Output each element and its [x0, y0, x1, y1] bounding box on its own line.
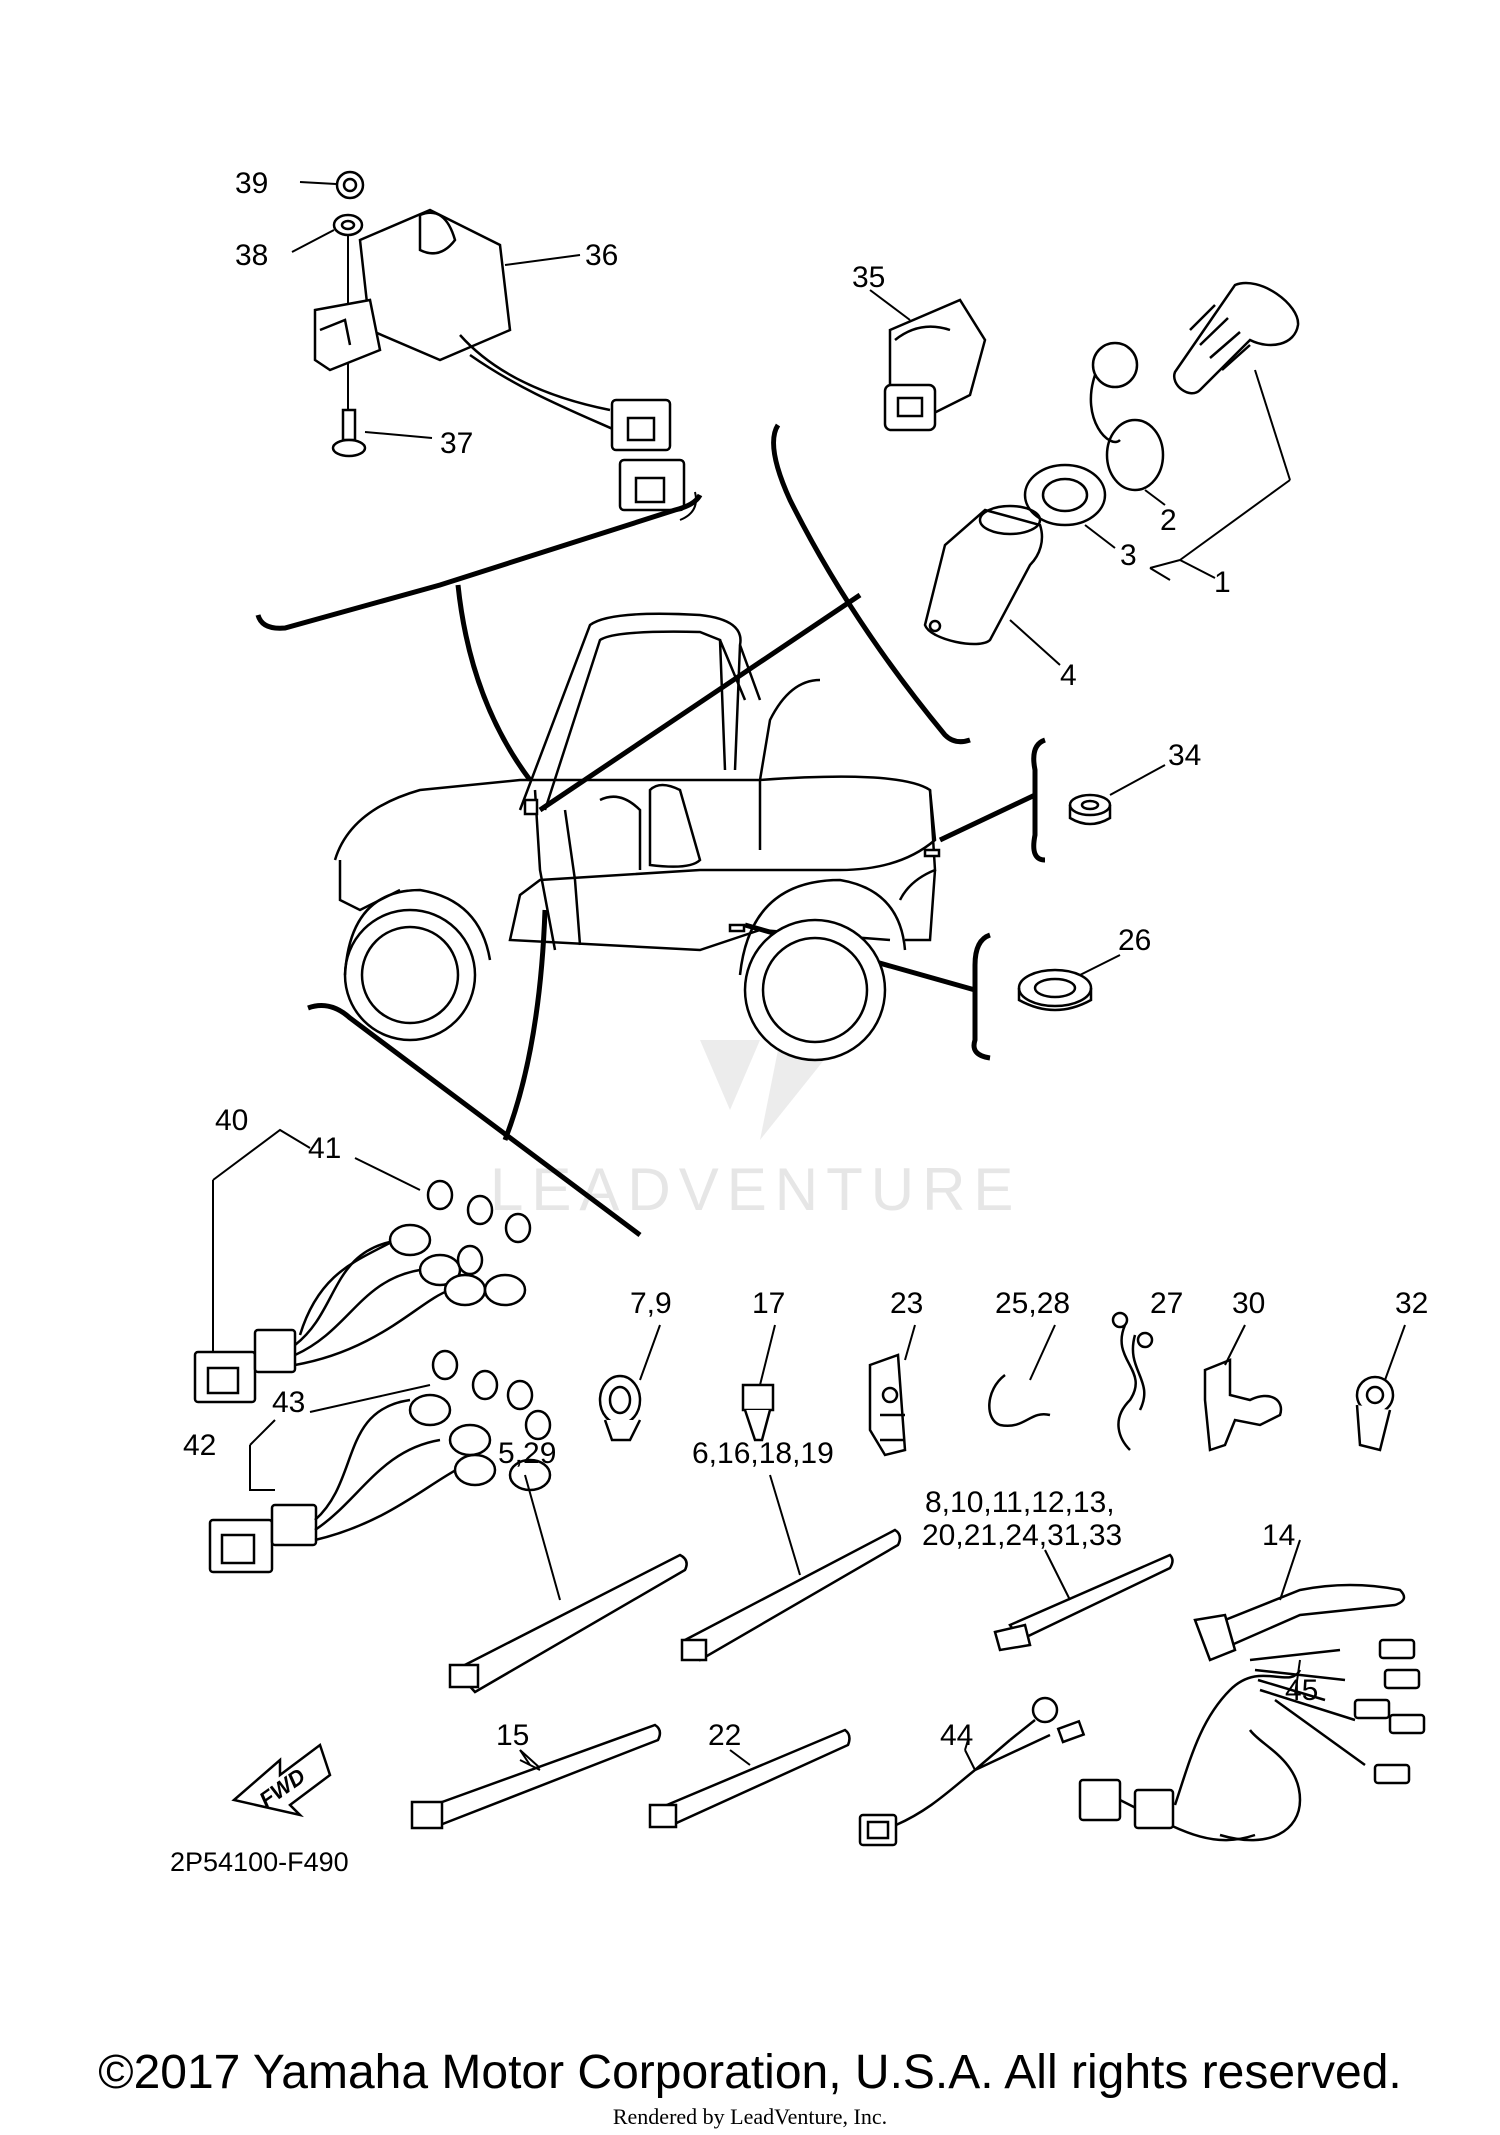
callout-44: 44 — [940, 1719, 973, 1752]
callout-1: 1 — [1214, 566, 1231, 599]
callout-4: 4 — [1060, 659, 1077, 692]
callout-34: 34 — [1168, 739, 1201, 772]
callout-37: 37 — [440, 427, 473, 460]
callout-5-29: 5,29 — [498, 1437, 556, 1470]
callout-41: 41 — [308, 1132, 341, 1165]
callout-8-group-line2: 20,21,24,31,33 — [922, 1519, 1122, 1552]
callout-38: 38 — [235, 239, 268, 272]
callout-27: 27 — [1150, 1287, 1183, 1320]
rendered-by-notice: Rendered by LeadVenture, Inc. — [612, 2104, 888, 2129]
copyright-notice: ©2017 Yamaha Motor Corporation, U.S.A. A… — [98, 2046, 1402, 2099]
callout-39: 39 — [235, 167, 268, 200]
callout-42: 42 — [183, 1429, 216, 1462]
wire-leads — [858, 1638, 1426, 1847]
callout-labels: 39 38 36 37 35 2 3 1 4 34 26 40 41 43 42… — [183, 167, 1428, 1752]
callout-30: 30 — [1232, 1287, 1265, 1320]
watermark-text: LEADVENTURE — [490, 1156, 1021, 1223]
callout-2: 2 — [1160, 504, 1177, 537]
fwd-arrow: FWD — [231, 1742, 332, 1818]
callout-15: 15 — [496, 1719, 529, 1752]
socket-assembly — [869, 281, 1300, 666]
callout-14: 14 — [1262, 1519, 1295, 1552]
grommets — [1017, 764, 1166, 1012]
diagram-code: 2P54100-F490 — [170, 1847, 349, 1877]
callout-8-group-line1: 8,10,11,12,13, — [925, 1486, 1115, 1519]
clips-row — [598, 1311, 1406, 1457]
callout-32: 32 — [1395, 1287, 1428, 1320]
vehicle-illustration — [333, 612, 941, 1062]
callout-35: 35 — [852, 261, 885, 294]
callout-26: 26 — [1118, 924, 1151, 957]
switch-assembly — [291, 170, 697, 521]
watermark: LEADVENTURE — [490, 1040, 1021, 1223]
callout-23: 23 — [890, 1287, 923, 1320]
callout-6-16-18-19: 6,16,18,19 — [692, 1437, 834, 1470]
callout-43: 43 — [272, 1386, 305, 1419]
callout-36: 36 — [585, 239, 618, 272]
callout-45: 45 — [1285, 1674, 1318, 1707]
callout-40: 40 — [215, 1104, 248, 1137]
callout-25-28: 25,28 — [995, 1287, 1070, 1320]
callout-17: 17 — [752, 1287, 785, 1320]
callout-3: 3 — [1120, 539, 1137, 572]
leader-lines — [255, 423, 1047, 1238]
callout-22: 22 — [708, 1719, 741, 1752]
bulb-harnesses — [193, 1128, 552, 1574]
callout-7-9: 7,9 — [630, 1287, 672, 1320]
cable-ties — [410, 1474, 1406, 1830]
